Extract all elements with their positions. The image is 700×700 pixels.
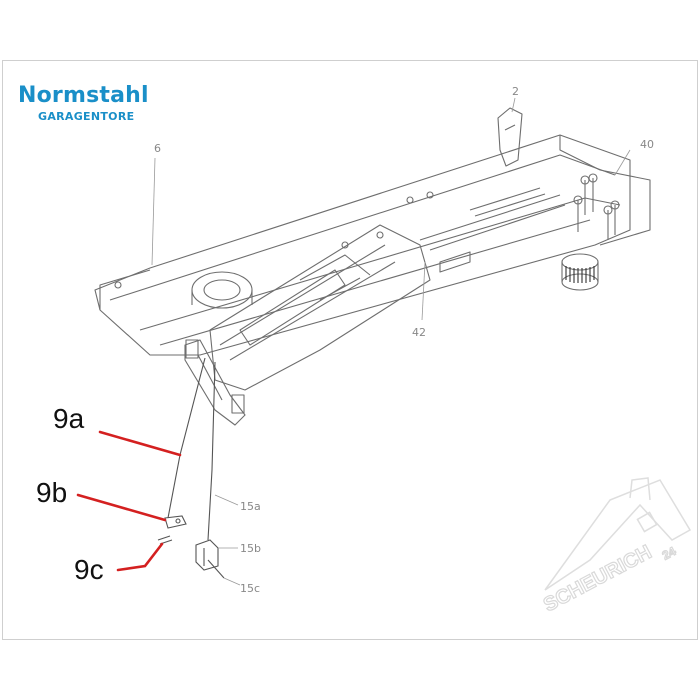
leader-9c	[116, 542, 164, 572]
drawing-frame	[2, 60, 698, 640]
callout-leaders	[76, 430, 182, 572]
part-number-40: 40	[640, 138, 654, 151]
logo-brand-name: Normstahl	[18, 83, 149, 108]
leader-9a	[98, 430, 182, 457]
part-number-42: 42	[412, 326, 426, 339]
normstahl-logo: Normstahl GARAGENTORE	[18, 83, 149, 123]
cord-clamp-9b	[164, 515, 187, 529]
part-number-15c: 15c	[240, 582, 260, 595]
release-cord-9a	[167, 357, 206, 519]
leader-9b	[76, 493, 167, 522]
scheurich-watermark: SCHEURICH 24	[539, 477, 692, 617]
part-leaders	[151, 97, 631, 586]
logo-subtitle: GARAGENTORE	[38, 110, 135, 123]
part-number-6: 6	[154, 142, 161, 155]
handle-bracket-15b	[195, 539, 219, 571]
part-number-2: 2	[512, 85, 519, 98]
emergency-release-parts	[157, 357, 225, 579]
release-cord-15a	[207, 361, 216, 541]
callout-9c: 9c	[74, 554, 104, 585]
screw-15c	[207, 559, 225, 579]
part-number-15b: 15b	[240, 542, 261, 555]
part-number-15a: 15a	[240, 500, 261, 513]
watermark-badge: 24	[660, 544, 679, 563]
pin-9c	[157, 535, 173, 545]
callout-9a: 9a	[53, 403, 85, 434]
callout-9b: 9b	[36, 477, 67, 508]
rail-assembly	[94, 107, 651, 426]
